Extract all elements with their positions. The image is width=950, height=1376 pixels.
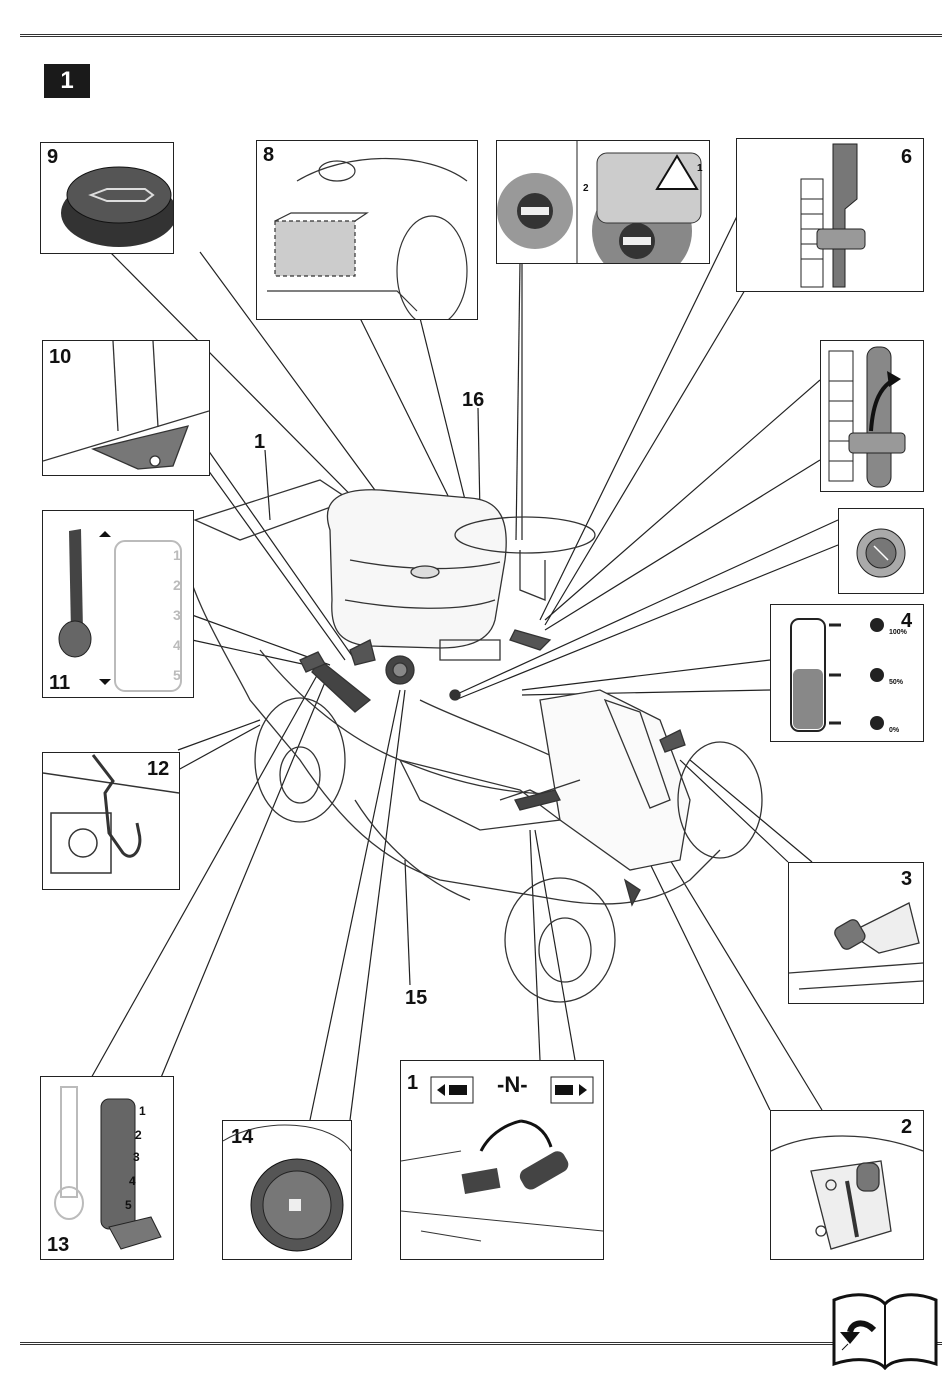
callout-15: 15: [405, 988, 427, 1008]
panel-1-bottom: 1 -N-: [400, 1060, 604, 1260]
panel-throttle-start: [820, 340, 924, 492]
panel-6: 6: [736, 138, 924, 292]
fuel-level-50: 50%: [889, 673, 903, 693]
scale-2: 2: [173, 575, 181, 595]
panel-4: 4 100% 50% 0%: [770, 604, 924, 742]
panel-14: 14: [222, 1120, 352, 1260]
throttle-icon: [737, 139, 923, 291]
scale-5: 5: [173, 665, 181, 685]
panel-13: 13 1 2 3 4 5: [40, 1076, 174, 1260]
cutting-height-lever-13-icon: [41, 1077, 173, 1259]
blade-engage-lever-icon: [789, 863, 923, 1003]
ignition-key-icon: [497, 141, 709, 263]
ignition-label-2: 2: [583, 179, 589, 199]
scale-1: 1: [173, 545, 181, 565]
panel-label: 11: [49, 673, 70, 693]
fuel-level-100: 100%: [889, 623, 907, 643]
cutting-height-lever-icon: [43, 511, 193, 697]
panel-3: 3: [788, 862, 924, 1004]
callout-16: 16: [462, 390, 484, 410]
drive-pedal-icon: [401, 1061, 603, 1259]
panel-ignition: 1 2: [496, 140, 710, 264]
panel-indicator-lamp: [838, 508, 924, 594]
return-book-icon: [828, 1290, 942, 1370]
scale-4: 4: [129, 1171, 136, 1191]
panel-12: 12: [42, 752, 180, 890]
panel-2: 2: [770, 1110, 924, 1260]
grass-catcher-icon: [43, 341, 209, 475]
fuel-level-0: 0%: [889, 721, 899, 741]
throttle-start-icon: [821, 341, 923, 491]
battery-icon: [257, 141, 477, 319]
panel-11: 11 1 2 3 4 5: [42, 510, 194, 698]
fuel-cap-icon: [223, 1121, 351, 1259]
callout-1: 1: [254, 432, 265, 452]
bypass-rod-icon: [43, 753, 179, 889]
panel-9: 9: [40, 142, 174, 254]
panel-8: 8: [256, 140, 478, 320]
scale-5: 5: [125, 1195, 132, 1215]
oil-cap-icon: [41, 143, 173, 253]
scale-2: 2: [135, 1125, 142, 1145]
scale-4: 4: [173, 635, 181, 655]
panel-10: 10: [42, 340, 210, 476]
ignition-label-1: 1: [697, 159, 703, 179]
panel-label: 13: [47, 1235, 69, 1255]
parking-brake-icon: [771, 1111, 923, 1259]
indicator-lamp-icon: [839, 509, 923, 593]
scale-3: 3: [173, 605, 181, 625]
scale-1: 1: [139, 1101, 146, 1121]
scale-3: 3: [133, 1147, 140, 1167]
